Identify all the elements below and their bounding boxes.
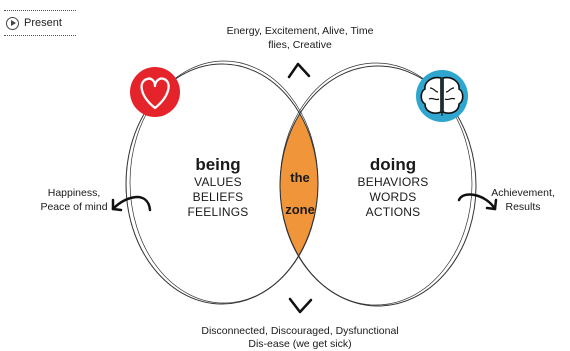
right-note-line: Achievement,	[491, 187, 555, 199]
doing-circle	[279, 62, 477, 307]
right-arrow-icon	[457, 193, 498, 211]
being-item: FEELINGS	[187, 205, 249, 219]
left-note-line: Peace of mind	[40, 201, 108, 213]
being-item: VALUES	[194, 175, 242, 189]
doing-item: WORDS	[369, 190, 417, 204]
top-note-line: flies, Creative	[268, 39, 332, 51]
zone-label-the: the	[290, 170, 310, 185]
down-caret-icon	[288, 297, 313, 314]
present-label: Present	[24, 17, 62, 29]
top-note: Energy, Excitement, Alive, Time flies, C…	[200, 24, 400, 52]
right-note: Achievement, Results	[478, 186, 568, 214]
doing-heading: doing	[369, 155, 417, 174]
zone-label-zone: zone	[285, 202, 315, 217]
play-icon	[6, 16, 19, 30]
being-circle	[125, 60, 319, 305]
present-button[interactable]: Present	[4, 10, 76, 36]
top-note-line: Energy, Excitement, Alive, Time	[226, 25, 374, 37]
bottom-note-line: Disconnected, Discouraged, Dysfunctional	[201, 325, 399, 337]
doing-item: BEHAVIORS	[357, 175, 429, 189]
bottom-note-line: Dis-ease (we get sick)	[248, 338, 352, 350]
up-caret-icon	[287, 62, 311, 79]
left-note: Happiness, Peace of mind	[14, 186, 134, 214]
bottom-note: Disconnected, Discouraged, Dysfunctional…	[180, 325, 420, 351]
right-note-line: Results	[505, 201, 541, 213]
left-note-line: Happiness,	[47, 187, 101, 199]
brain-badge	[416, 70, 468, 122]
doing-block: doing BEHAVIORS WORDS ACTIONS	[348, 155, 438, 220]
heart-badge	[130, 67, 180, 117]
being-heading: being	[195, 155, 241, 174]
doing-item: ACTIONS	[365, 205, 421, 219]
being-item: BELIEFS	[192, 190, 244, 204]
heart-icon	[140, 77, 170, 110]
being-block: being VALUES BELIEFS FEELINGS	[178, 155, 258, 220]
brain-icon	[420, 76, 464, 114]
left-arrow-icon	[111, 195, 152, 212]
